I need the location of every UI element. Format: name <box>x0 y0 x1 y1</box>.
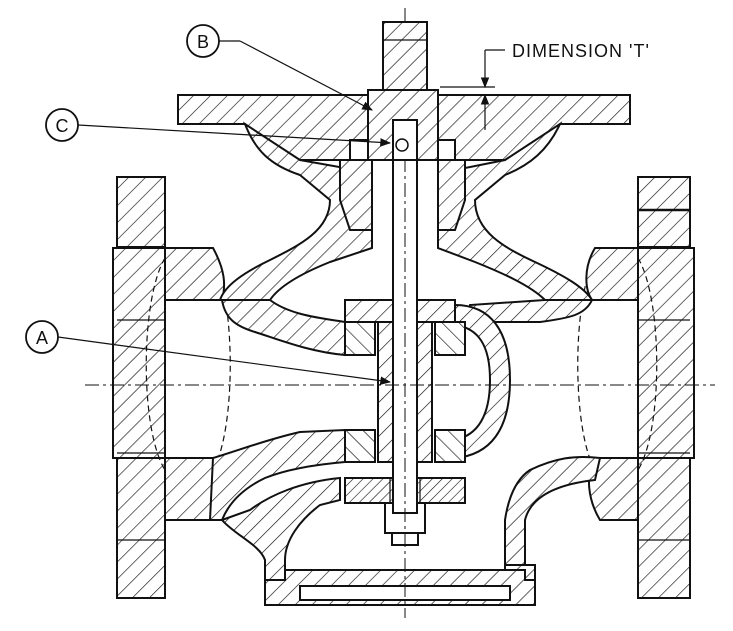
callout-c: C <box>45 108 392 147</box>
seat-right-lower <box>434 429 466 463</box>
body-lower-left <box>208 428 346 521</box>
seat-right-upper <box>434 321 466 356</box>
label-a: A <box>36 328 48 348</box>
body-lower-right <box>504 455 602 566</box>
body-right-neck <box>585 247 639 301</box>
seat-left-lower <box>344 429 376 463</box>
dimension-t-label: DIMENSION 'T' <box>512 41 650 61</box>
body-upper-left <box>218 121 373 301</box>
body-left-neck <box>164 247 226 301</box>
left-flange <box>112 176 231 599</box>
label-c: C <box>56 116 69 136</box>
label-b: B <box>197 32 209 52</box>
right-flange <box>577 176 695 599</box>
callout-b: B <box>186 24 373 111</box>
pin-hole <box>395 138 409 152</box>
dimension-t-callout: DIMENSION 'T' <box>440 41 650 130</box>
body-lower-left-wall <box>220 476 341 581</box>
seat-left-upper <box>344 321 376 356</box>
body-upper-right <box>437 121 594 301</box>
gland-left <box>339 159 373 231</box>
gland-right <box>437 159 466 231</box>
stem-top-thread <box>382 21 428 91</box>
body-bridge-left <box>220 299 346 357</box>
callout-a: A <box>25 320 392 385</box>
